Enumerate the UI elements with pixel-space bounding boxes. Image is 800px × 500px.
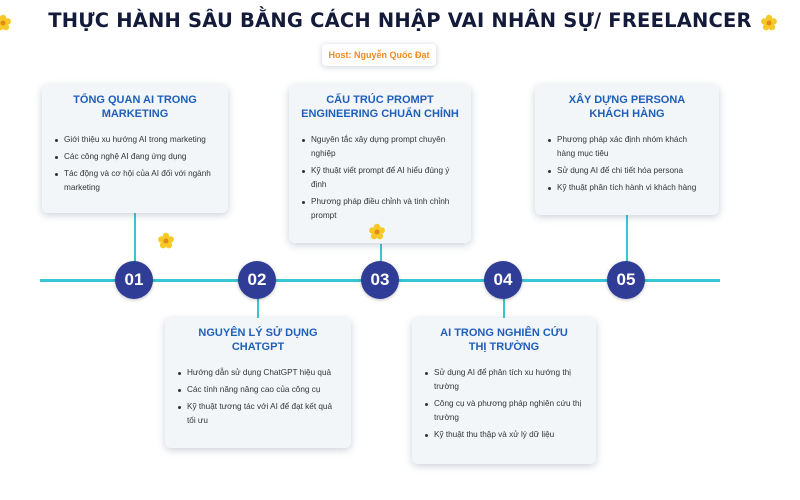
host-label: Host: Nguyễn Quốc Đạt: [322, 44, 436, 66]
step-item: Kỹ thuật thu thập và xử lý dữ liệu: [424, 428, 584, 442]
step-item: Nguyên tắc xây dựng prompt chuyên nghiệp: [301, 133, 459, 161]
connector-04: [503, 280, 505, 320]
step-item: Tác động và cơ hội của AI đối với ngành …: [54, 167, 216, 195]
connector-01: [134, 212, 136, 280]
step-title: TỔNG QUAN AI TRONG MARKETING: [73, 94, 197, 120]
step-number-02: 02: [238, 261, 276, 299]
step-item: Kỹ thuật viết prompt để AI hiểu đúng ý đ…: [301, 164, 459, 192]
step-card-01: TỔNG QUAN AI TRONG MARKETING Giới thiệu …: [42, 85, 228, 213]
step-number-03: 03: [361, 261, 399, 299]
connector-02: [257, 280, 259, 320]
step-item: Các công nghệ AI đang ứng dụng: [54, 150, 216, 164]
step-number-05: 05: [607, 261, 645, 299]
step-items: Nguyên tắc xây dựng prompt chuyên nghiệp…: [301, 133, 459, 223]
step-title: NGUYÊN LÝ SỬ DỤNG CHATGPT: [198, 327, 318, 353]
step-item: Công cụ và phương pháp nghiên cứu thị tr…: [424, 397, 584, 425]
step-item: Hướng dẫn sử dụng ChatGPT hiệu quả: [177, 366, 339, 380]
flower-icon: [369, 223, 385, 240]
step-number-01: 01: [115, 261, 153, 299]
step-card-05: XÂY DỰNG PERSONA KHÁCH HÀNG Phương pháp …: [535, 85, 719, 215]
step-item: Sử dụng AI để phân tích xu hướng thị trư…: [424, 366, 584, 394]
step-items: Hướng dẫn sử dụng ChatGPT hiệu quả Các t…: [177, 366, 339, 428]
step-card-03: CẤU TRÚC PROMPT ENGINEERING CHUẨN CHỈNH …: [289, 85, 471, 243]
step-number-04: 04: [484, 261, 522, 299]
step-item: Phương pháp xác định nhóm khách hàng mục…: [547, 133, 707, 161]
flower-icon: [158, 232, 174, 249]
step-card-02: NGUYÊN LÝ SỬ DỤNG CHATGPT Hướng dẫn sử d…: [165, 318, 351, 448]
step-item: Các tính năng nâng cao của công cụ: [177, 383, 339, 397]
step-item: Phương pháp điều chỉnh và tinh chỉnh pro…: [301, 195, 459, 223]
step-card-04: AI TRONG NGHIÊN CỨU THỊ TRƯỜNG Sử dụng A…: [412, 318, 596, 464]
step-title: AI TRONG NGHIÊN CỨU THỊ TRƯỜNG: [440, 327, 568, 353]
step-item: Giới thiệu xu hướng AI trong marketing: [54, 133, 216, 147]
flower-icon: [761, 14, 777, 31]
step-items: Giới thiệu xu hướng AI trong marketing C…: [54, 133, 216, 195]
flower-icon: [0, 14, 11, 31]
step-item: Kỹ thuật tương tác với AI để đạt kết quả…: [177, 400, 339, 428]
step-items: Sử dụng AI để phân tích xu hướng thị trư…: [424, 366, 584, 442]
step-item: Sử dụng AI để chi tiết hóa persona: [547, 164, 707, 178]
step-items: Phương pháp xác định nhóm khách hàng mục…: [547, 133, 707, 195]
step-item: Kỹ thuật phân tích hành vi khách hàng: [547, 181, 707, 195]
step-title: CẤU TRÚC PROMPT ENGINEERING CHUẨN CHỈNH: [301, 94, 459, 120]
connector-05: [626, 214, 628, 280]
step-title: XÂY DỰNG PERSONA KHÁCH HÀNG: [568, 94, 686, 120]
page-title: THỰC HÀNH SÂU BẰNG CÁCH NHẬP VAI NHÂN SỰ…: [48, 9, 752, 32]
